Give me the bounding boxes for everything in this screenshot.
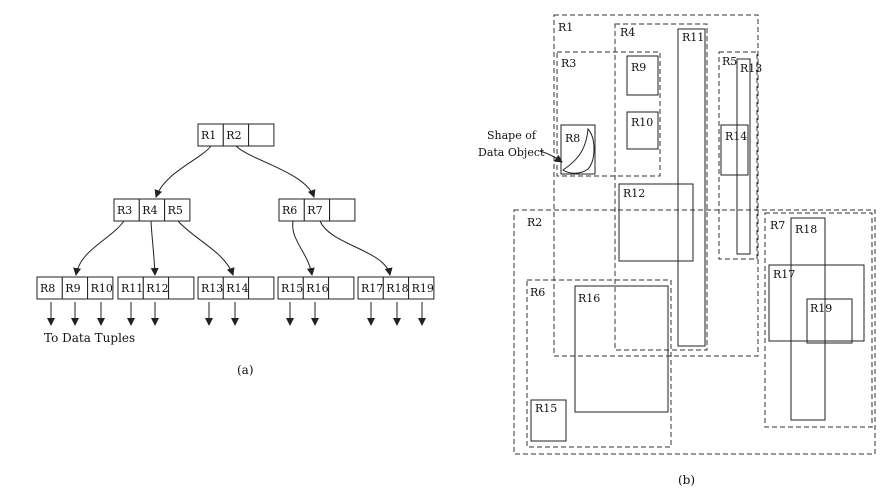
- mbr-r3: [556, 51, 661, 177]
- mbr-label-r10: R10: [631, 116, 653, 129]
- tree-entry-label: R18: [386, 282, 408, 295]
- data-object-shape: [562, 127, 595, 174]
- shape-label-line1: Shape of: [487, 129, 537, 142]
- mbr-r14: [720, 124, 749, 176]
- mbr-r18: [790, 217, 826, 421]
- mbr-label-r7: R7: [770, 219, 785, 232]
- tree-entry-label: R5: [168, 204, 183, 217]
- tree-entry-label: R7: [307, 204, 322, 217]
- mbr-label-r6: R6: [530, 286, 545, 299]
- tree-entry-label: R11: [121, 282, 143, 295]
- shape-label-line2: Data Object: [478, 146, 545, 159]
- tree-edge-arrow: [235, 145, 316, 198]
- mbr-r4: [614, 23, 708, 351]
- mbr-label-r18: R18: [795, 223, 817, 236]
- mbr-r6: [526, 279, 672, 448]
- tree-edge-arrow: [150, 220, 159, 276]
- mbr-r16: [574, 285, 669, 413]
- mbr-label-r1: R1: [558, 21, 573, 34]
- mbr-label-r15: R15: [535, 402, 557, 415]
- tree-entry-label: R9: [65, 282, 80, 295]
- tree-node-n2: R6 R7: [278, 198, 356, 222]
- tree-entry-label: R3: [117, 204, 132, 217]
- tree-entry-label: R1: [201, 129, 216, 142]
- mbr-r2: [513, 209, 876, 455]
- tree-cell: [408, 276, 435, 300]
- data-tuples-label: To Data Tuples: [44, 331, 135, 345]
- mbr-label-r19: R19: [810, 302, 832, 315]
- mbr-label-r9: R9: [631, 61, 646, 74]
- tree-entry-label: R12: [146, 282, 168, 295]
- mbr-label-r17: R17: [773, 268, 795, 281]
- mbr-r11: [677, 28, 706, 347]
- mbr-r9: [626, 55, 659, 96]
- tree-cell: [329, 198, 356, 222]
- spatial-layout-panel: R1R2R3R4R5R6R7R8R9R10R11R12R13R14R15R16R…: [513, 14, 876, 455]
- mbr-r10: [626, 111, 659, 150]
- caption-a: (a): [237, 363, 254, 377]
- mbr-r19: [806, 298, 853, 344]
- tree-node-root: R1 R2: [197, 123, 275, 147]
- tree-edge-arrow: [73, 220, 125, 276]
- tree-entry-label: R10: [91, 282, 113, 295]
- tree-entry-label: R16: [306, 282, 328, 295]
- tree-node-n1: R3 R4 R5: [113, 198, 191, 222]
- mbr-r17: [768, 264, 865, 342]
- mbr-label-r11: R11: [682, 31, 704, 44]
- mbr-r8: [560, 124, 596, 175]
- tree-entry-label: R6: [282, 204, 297, 217]
- mbr-r13: [736, 58, 751, 255]
- tree-cell: [87, 276, 114, 300]
- tree-entry-label: R19: [412, 282, 434, 295]
- mbr-label-r12: R12: [623, 187, 645, 200]
- mbr-label-r16: R16: [578, 292, 600, 305]
- tree-cell: [248, 276, 275, 300]
- tree-edge-arrow: [319, 220, 393, 276]
- tree-edge-arrow: [154, 145, 212, 198]
- tree-entry-label: R4: [142, 204, 157, 217]
- tree-cell: [164, 198, 191, 222]
- mbr-label-r8: R8: [565, 132, 580, 145]
- tree-edge-arrow: [177, 220, 235, 276]
- mbr-label-r5: R5: [722, 55, 737, 68]
- shape-pointer-arrow: [539, 150, 563, 163]
- tree-cell: [328, 276, 355, 300]
- tree-node-l3: R8 R9 R10: [36, 276, 114, 300]
- tree-entry-label: R14: [226, 282, 248, 295]
- mbr-label-r2: R2: [527, 216, 542, 229]
- tree-entry-label: R8: [40, 282, 55, 295]
- mbr-label-r4: R4: [620, 26, 635, 39]
- mbr-r15: [530, 399, 567, 442]
- tree-cell: [168, 276, 195, 300]
- tree-entry-label: R17: [361, 282, 383, 295]
- caption-b: (b): [678, 473, 695, 487]
- mbr-r5: [718, 51, 758, 260]
- mbr-r12: [618, 183, 694, 262]
- mbr-label-r13: R13: [740, 62, 762, 75]
- tree-entry-label: R15: [281, 282, 303, 295]
- tree-edge-arrow: [292, 220, 315, 276]
- mbr-label-r3: R3: [561, 57, 576, 70]
- mbr-r7: [764, 212, 873, 428]
- tree-entry-label: R2: [226, 129, 241, 142]
- tree-cell: [248, 123, 275, 147]
- mbr-label-r14: R14: [725, 130, 747, 143]
- tree-entry-label: R13: [201, 282, 223, 295]
